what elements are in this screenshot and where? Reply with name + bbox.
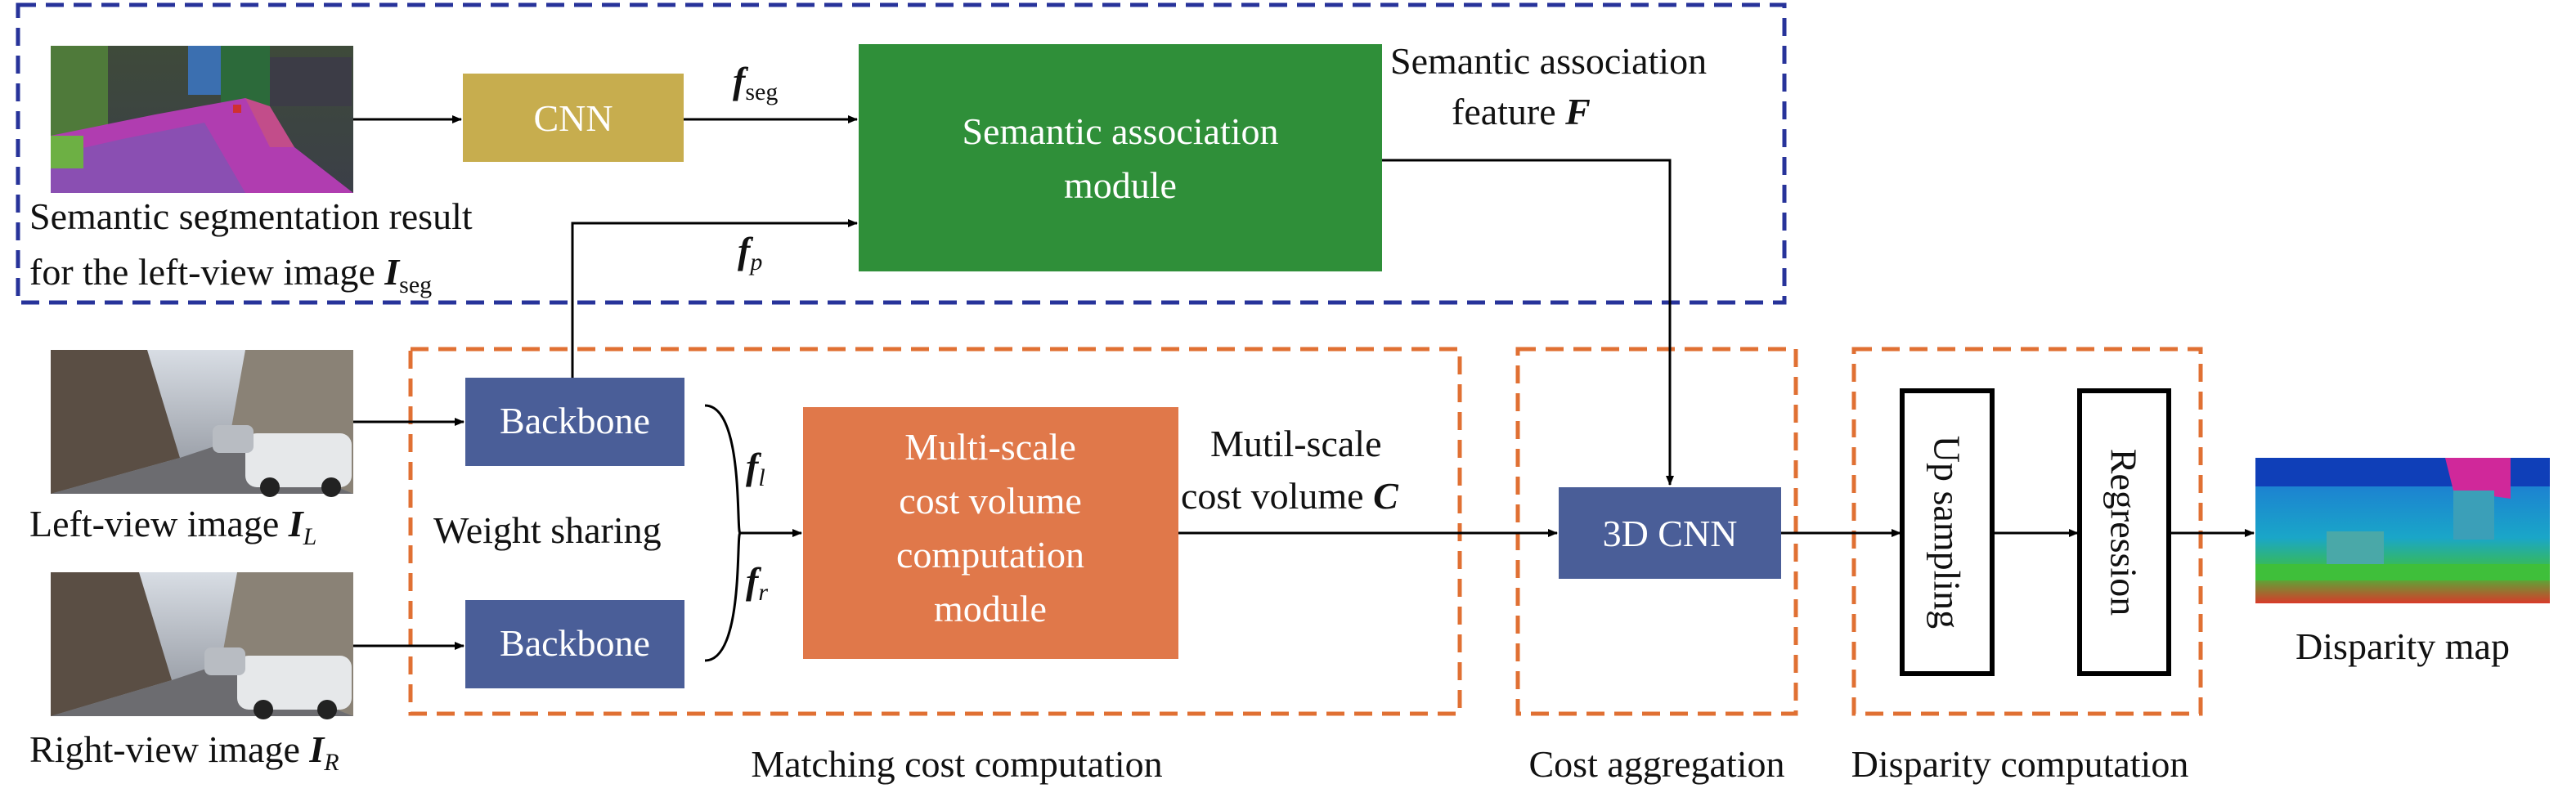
backbone-bottom-label: Backbone — [500, 622, 650, 664]
multiscale-module-label-line4: module — [934, 588, 1047, 629]
disparity-map-label: Disparity map — [2296, 625, 2510, 667]
left-view-image — [51, 350, 353, 497]
3d-cnn-label: 3D CNN — [1603, 513, 1738, 554]
right-view-label: Right-view image IR — [29, 728, 339, 776]
cost-volume-label-line2: cost volume C — [1181, 475, 1399, 517]
weight-sharing-label: Weight sharing — [433, 509, 662, 551]
cost-aggregation-frame — [1515, 347, 1798, 716]
cnn-box — [463, 74, 684, 162]
cost-volume-label-line1: Mutil-scale — [1210, 423, 1382, 464]
semantic-feature-label-line1: Semantic association — [1390, 40, 1707, 82]
3d-cnn-box — [1559, 487, 1781, 579]
regression-label: Regression — [2103, 449, 2145, 616]
semantic-module-label-line1: Semantic association — [962, 110, 1278, 152]
multiscale-module-label-line1: Multi-scale — [904, 426, 1076, 468]
disparity-computation-section-label: Disparity computation — [1851, 743, 2189, 785]
connectors — [353, 115, 2255, 662]
cnn-box-label: CNN — [533, 97, 613, 139]
f-l-label: fl — [746, 446, 765, 491]
semantic-association-module-box — [859, 44, 1382, 271]
multiscale-module-label-line2: cost volume — [899, 480, 1082, 522]
cost-aggregation-section-label: Cost aggregation — [1529, 743, 1785, 785]
up-sampling-label: Up sampling — [1927, 436, 1968, 629]
feature-brace — [704, 404, 742, 662]
right-view-image — [51, 572, 353, 719]
semantic-module-label-line2: module — [1064, 164, 1177, 206]
seg-result-label-line1: Semantic segmentation result — [29, 195, 473, 237]
matching-cost-section-label: Matching cost computation — [751, 743, 1162, 785]
semantic-segmentation-image — [51, 46, 353, 193]
multiscale-module-label-line3: computation — [896, 534, 1084, 576]
backbone-top-label: Backbone — [500, 400, 650, 441]
backbone-to-semantic-arrow — [571, 219, 858, 378]
backbone-bottom-box — [465, 600, 684, 688]
f-seg-label: fseg — [733, 60, 778, 105]
left-view-label: Left-view image IL — [29, 503, 316, 550]
multiscale-cost-volume-module-box — [803, 407, 1178, 659]
semantic-branch-frame — [16, 2, 1787, 305]
f-r-label: fr — [746, 560, 768, 606]
backbone-top-box — [465, 378, 684, 466]
f-p-label: fp — [738, 230, 762, 276]
semantic-feature-label-line2: feature F — [1452, 91, 1591, 132]
matching-cost-frame — [408, 347, 1462, 716]
up-sampling-box — [1900, 388, 1995, 676]
regression-box — [2077, 388, 2171, 676]
seg-result-label-line2: for the left-view image Iseg — [29, 251, 432, 298]
semantic-to-3dcnn-arrow — [1382, 159, 1674, 486]
disparity-computation-frame — [1851, 347, 2203, 716]
disparity-map-image — [2255, 458, 2550, 603]
